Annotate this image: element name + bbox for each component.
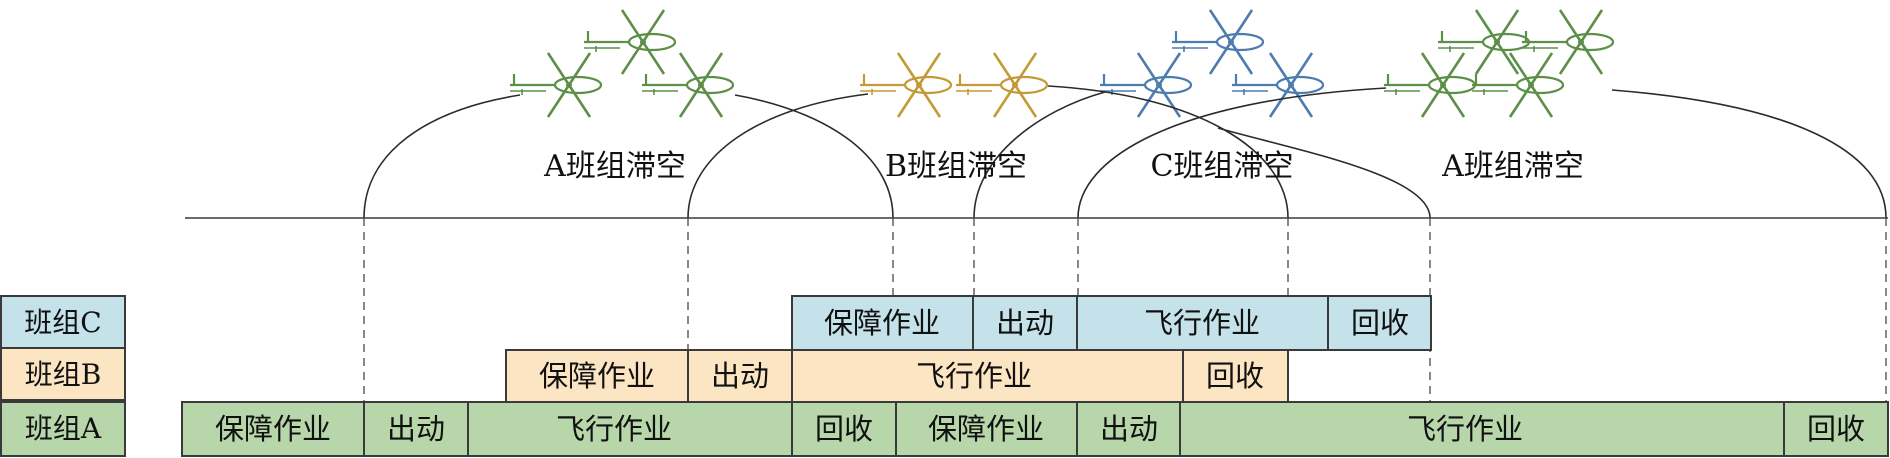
team-a-segment-label: 出动: [1100, 412, 1158, 446]
arc-line: [687, 93, 869, 219]
phase-label: A班组滞空: [543, 149, 686, 184]
team-c-segment: [1076, 295, 1329, 351]
team-a-segment: [791, 401, 897, 457]
helicopter-icon: [954, 51, 1049, 119]
team-b-segment-label: 飞行作业: [916, 359, 1032, 393]
phase-labels: A班组滞空 B班组滞空 C班组滞空 A班组滞空: [543, 149, 1584, 184]
helicopter-icon: [858, 51, 953, 119]
helicopter-icon: [1098, 51, 1193, 119]
helicopter-icon: [1436, 8, 1531, 76]
arc-group: [363, 85, 1887, 219]
phase-label: B班组滞空: [885, 149, 1027, 184]
arc-line: [1611, 89, 1887, 219]
team-c-segment-label: 保障作业: [824, 306, 940, 340]
arc-line: [734, 94, 894, 219]
team-b-row: 保障作业 出动 飞行作业 回收: [505, 349, 1289, 403]
arc-line: [1217, 127, 1431, 219]
team-a-row: 保障作业 出动 飞行作业 回收 保障作业 出动 飞行作业 回收: [181, 401, 1889, 457]
team-b-segment-label: 出动: [711, 359, 769, 393]
team-a-segment-label: 保障作业: [928, 412, 1044, 446]
arc-line: [973, 91, 1106, 219]
team-b-segment: [1182, 349, 1289, 403]
team-a-segment: [181, 401, 365, 457]
arc-line: [1077, 87, 1387, 219]
team-c-segment-label: 出动: [996, 306, 1054, 340]
team-b-segment-label: 回收: [1206, 359, 1264, 393]
team-c-segment: [972, 295, 1078, 351]
team-c-segment: [1327, 295, 1432, 351]
team-c-segment-label: 飞行作业: [1144, 306, 1260, 340]
helicopter-icon: [508, 51, 603, 119]
helicopter-icon: [1470, 51, 1565, 119]
team-a-segment-label: 飞行作业: [556, 412, 672, 446]
team-a-segment-label: 回收: [815, 412, 873, 446]
helicopter-icon: [1520, 8, 1615, 76]
team-a-segment-label: 保障作业: [215, 412, 331, 446]
team-a-segment: [1179, 401, 1785, 457]
team-a-segment-label: 回收: [1807, 412, 1865, 446]
phase-label: A班组滞空: [1441, 149, 1584, 184]
team-a-segment-label: 飞行作业: [1407, 412, 1523, 446]
team-b-segment-label: 保障作业: [539, 359, 655, 393]
helicopter-icon: [1170, 8, 1265, 76]
legend-item-team-c: [0, 295, 126, 349]
legend-item-team-b: [0, 347, 126, 401]
helicopter-group: [508, 8, 1615, 119]
team-a-segment: [467, 401, 793, 457]
helicopter-icon: [582, 8, 677, 76]
team-a-segment-label: 出动: [387, 412, 445, 446]
team-c-segment-label: 回收: [1351, 306, 1409, 340]
legend-label: 班组A: [25, 412, 102, 445]
legend-label: 班组B: [25, 358, 102, 391]
team-a-segment: [1783, 401, 1889, 457]
team-b-segment: [687, 349, 793, 403]
helicopter-icon: [1382, 51, 1477, 119]
legend-label: 班组C: [24, 306, 101, 339]
arc-line: [363, 94, 521, 219]
team-c-segment: [791, 295, 974, 351]
legend: 班组C 班组B 班组A: [0, 295, 126, 457]
team-a-segment: [895, 401, 1078, 457]
team-c-row: 保障作业 出动 飞行作业 回收: [791, 295, 1432, 351]
team-b-segment: [505, 349, 689, 403]
team-a-segment: [1076, 401, 1181, 457]
phase-label: C班组滞空: [1151, 149, 1294, 184]
team-a-segment: [363, 401, 469, 457]
legend-item-team-a: [0, 401, 126, 457]
